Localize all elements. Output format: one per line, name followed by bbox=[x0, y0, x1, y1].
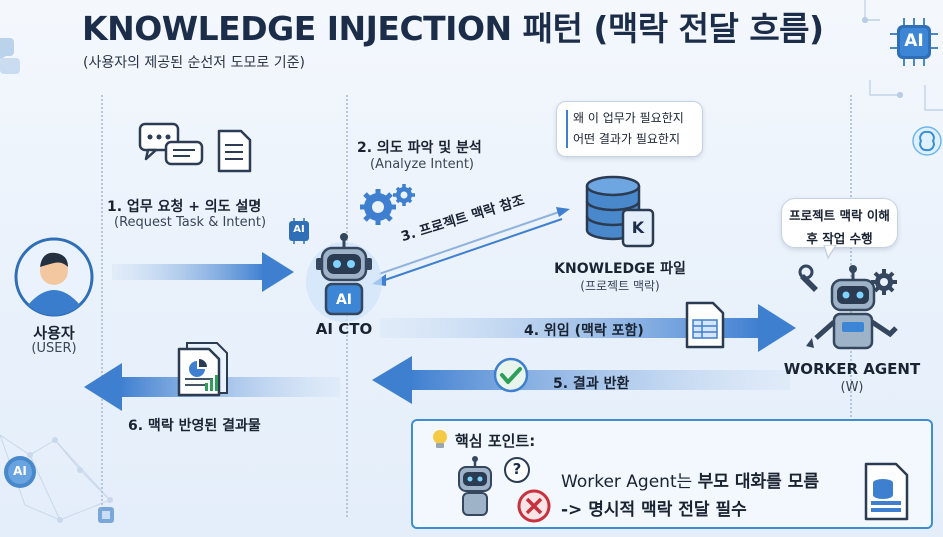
table-document-icon bbox=[863, 461, 911, 527]
knowledge-label: KNOWLEDGE 파일 bbox=[554, 261, 686, 277]
check-circle-icon bbox=[493, 357, 529, 397]
step4-label: 4. 위임 (맥락 포함) bbox=[524, 323, 644, 339]
ai-chip-label: AI bbox=[13, 464, 27, 478]
bubble-accent bbox=[566, 110, 568, 148]
arrow-step1 bbox=[112, 252, 294, 292]
ai-cto-robot-icon: AI bbox=[304, 232, 384, 322]
ai-chip-icon: AI bbox=[3, 455, 37, 489]
user-label: 사용자 bbox=[33, 324, 75, 342]
user-sublabel: (USER) bbox=[31, 341, 77, 356]
step2-sublabel: (Analyze Intent) bbox=[370, 157, 475, 172]
gears-icon bbox=[356, 181, 420, 231]
keypoint-line1-bold: 부모 대화를 모름 bbox=[697, 472, 819, 492]
step5-label: 5. 결과 반환 bbox=[553, 376, 630, 392]
bubble-tail bbox=[822, 244, 842, 263]
ai-chip-icon: AI bbox=[890, 18, 938, 66]
knowledge-sublabel: (프로젝트 맥락) bbox=[580, 279, 660, 293]
step2-label: 2. 의도 파악 및 분석 bbox=[357, 140, 482, 156]
step1-label: 1. 업무 요청 + 의도 설명 bbox=[107, 199, 262, 215]
knowledge-letter: K bbox=[631, 218, 645, 237]
knowledge-database-icon: K bbox=[583, 174, 657, 250]
worker-agent-robot-icon bbox=[798, 262, 908, 358]
step6-label: 6. 맥락 반영된 결과물 bbox=[128, 418, 261, 434]
worker-agent-sublabel: (W) bbox=[840, 380, 864, 395]
why-line: 왜 이 업무가 필요한지 bbox=[573, 111, 684, 125]
ai-badge-label: AI bbox=[335, 292, 353, 308]
lightbulb-icon bbox=[431, 429, 449, 455]
no-entry-icon bbox=[517, 489, 551, 527]
worker-bubble-line: 프로젝트 맥락 이해 bbox=[789, 208, 890, 223]
task-document-icon bbox=[684, 300, 726, 354]
worker-bubble-line: 후 작업 수행 bbox=[806, 231, 873, 246]
keypoint-line1: Worker Agent는 부모 대화를 모름 bbox=[561, 467, 819, 492]
assistant-swirl-icon bbox=[912, 126, 942, 160]
arrow-step4 bbox=[380, 304, 796, 352]
keypoint-line2: -> 명시적 맥락 전달 필수 bbox=[561, 500, 747, 520]
why-line: 어떤 결과가 필요한지 bbox=[573, 132, 680, 146]
ai-cto-label: AI CTO bbox=[315, 320, 373, 338]
ai-chip-label: AI bbox=[293, 224, 305, 235]
why-bubble: 왜 이 업무가 필요한지 어떤 결과가 필요한지 bbox=[556, 101, 703, 157]
ai-chip-label: AI bbox=[904, 31, 924, 51]
step1-sublabel: (Request Task & Intent) bbox=[114, 215, 267, 230]
question-bubble-icon: ? bbox=[503, 457, 531, 485]
keypoint-heading: 핵심 포인트: bbox=[455, 432, 536, 450]
report-document-icon bbox=[175, 339, 231, 401]
keypoint-box: 핵심 포인트: ? Worker Agent는 부모 대화를 모름 -> 명시적… bbox=[411, 419, 933, 529]
worker-agent-label: WORKER AGENT bbox=[783, 360, 921, 378]
robot-small-icon bbox=[453, 455, 503, 523]
page-title: KNOWLEDGE INJECTION 패턴 (맥락 전달 흐름) bbox=[82, 9, 824, 48]
keypoint-line1-prefix: Worker Agent는 bbox=[561, 472, 698, 492]
user-avatar-icon bbox=[14, 237, 94, 317]
page-subtitle: (사용자의 제공된 순선저 도모로 기준) bbox=[83, 55, 305, 71]
worker-bubble: 프로젝트 맥락 이해 후 작업 수행 bbox=[781, 198, 898, 248]
document-icon bbox=[216, 128, 252, 178]
circuit-chip-icon bbox=[94, 503, 118, 531]
divider-line bbox=[101, 95, 103, 517]
ai-chip-icon: AI bbox=[286, 218, 312, 244]
arrow-step6 bbox=[84, 363, 340, 411]
question-mark: ? bbox=[512, 460, 522, 478]
chat-bubbles-icon bbox=[138, 122, 208, 176]
